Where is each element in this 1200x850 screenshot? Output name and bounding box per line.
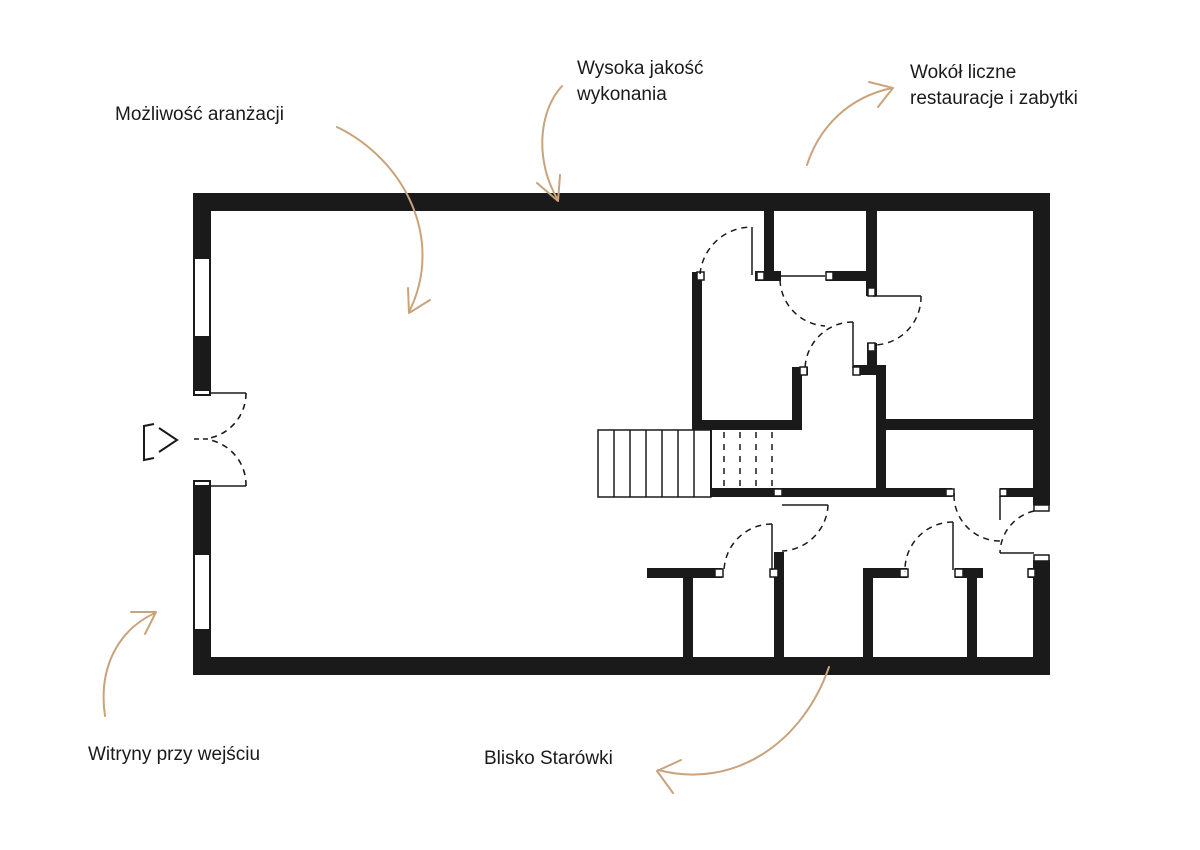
interior-doors [699, 226, 1035, 573]
arrow-quality-icon [541, 85, 563, 201]
shop-windows [193, 257, 211, 631]
wall-corridor [712, 488, 952, 497]
wall-bottom-room-1-side [683, 568, 693, 657]
wall-right-upper [1033, 193, 1050, 505]
wall-left-2 [193, 337, 211, 390]
wall-corridor-right [1000, 488, 1033, 497]
label-shop-windows: Witryny przy wejściu [88, 742, 260, 768]
entrance-triangle-icon [143, 423, 179, 462]
wall-bottom-room-3-side [863, 568, 873, 657]
wall-partition-2 [866, 211, 877, 296]
label-surroundings: Wokół liczne restauracje i zabytki [910, 60, 1078, 112]
arrow-shop-windows-icon [102, 612, 156, 717]
label-surroundings-line-1: Wokół liczne [910, 62, 1017, 83]
wall-right-lower [1033, 560, 1050, 675]
window-upper [193, 257, 211, 338]
interior-walls [647, 211, 1050, 657]
wall-bottom-room-3-top [863, 568, 907, 578]
wall-util-left [692, 272, 702, 430]
arrow-shop-windows-head-icon [130, 611, 157, 635]
label-surroundings-line-2: restauracje i zabytki [910, 88, 1078, 109]
entrance-door [194, 392, 247, 487]
label-quality: Wysoka jakość wykonania [577, 56, 704, 108]
door-jamb-bottom [193, 480, 211, 487]
wall-util-bottom [692, 420, 802, 430]
wall-bottom-room-2-side [774, 552, 784, 657]
staircase [597, 429, 773, 498]
window-lower [193, 553, 211, 631]
wall-middle-column-top [853, 365, 886, 375]
wall-util-right [792, 367, 802, 430]
wall-partition-2-arm [826, 271, 877, 281]
wall-bottom-room-5-top [1028, 568, 1050, 578]
wall-top [193, 193, 1050, 211]
door-jamb-top [193, 389, 211, 396]
arrow-old-town-head-icon [656, 759, 682, 794]
wall-left-1 [193, 193, 211, 258]
arrow-arrangement-icon [336, 126, 424, 313]
label-arrangement: Możliwość aranżacji [115, 102, 284, 128]
arrow-old-town-icon [657, 666, 830, 776]
label-arrangement-text: Możliwość aranżacji [115, 104, 284, 125]
label-quality-line-2: wykonania [577, 84, 667, 105]
door-jambs [696, 271, 1050, 578]
wall-bottom-room-4-side [967, 568, 977, 657]
outer-walls [193, 193, 1050, 675]
wall-left-4 [193, 630, 211, 675]
wall-partition-1-foot [755, 271, 781, 281]
wall-partition-1 [764, 211, 774, 281]
wall-bottom [193, 657, 1050, 675]
annotation-arrows [102, 81, 894, 794]
wall-left-3 [193, 486, 211, 554]
label-old-town-text: Blisko Starówki [484, 748, 613, 769]
arrow-surroundings-icon [806, 87, 893, 166]
label-quality-line-1: Wysoka jakość [577, 58, 704, 79]
wall-right-room [876, 419, 1033, 430]
arrow-surroundings-head-icon [868, 81, 894, 108]
arrow-quality-head-icon [536, 174, 561, 202]
label-shop-windows-text: Witryny przy wejściu [88, 744, 261, 765]
wall-middle-stub [867, 343, 877, 373]
arrow-arrangement-head-icon [407, 287, 431, 314]
label-old-town: Blisko Starówki [484, 746, 613, 772]
